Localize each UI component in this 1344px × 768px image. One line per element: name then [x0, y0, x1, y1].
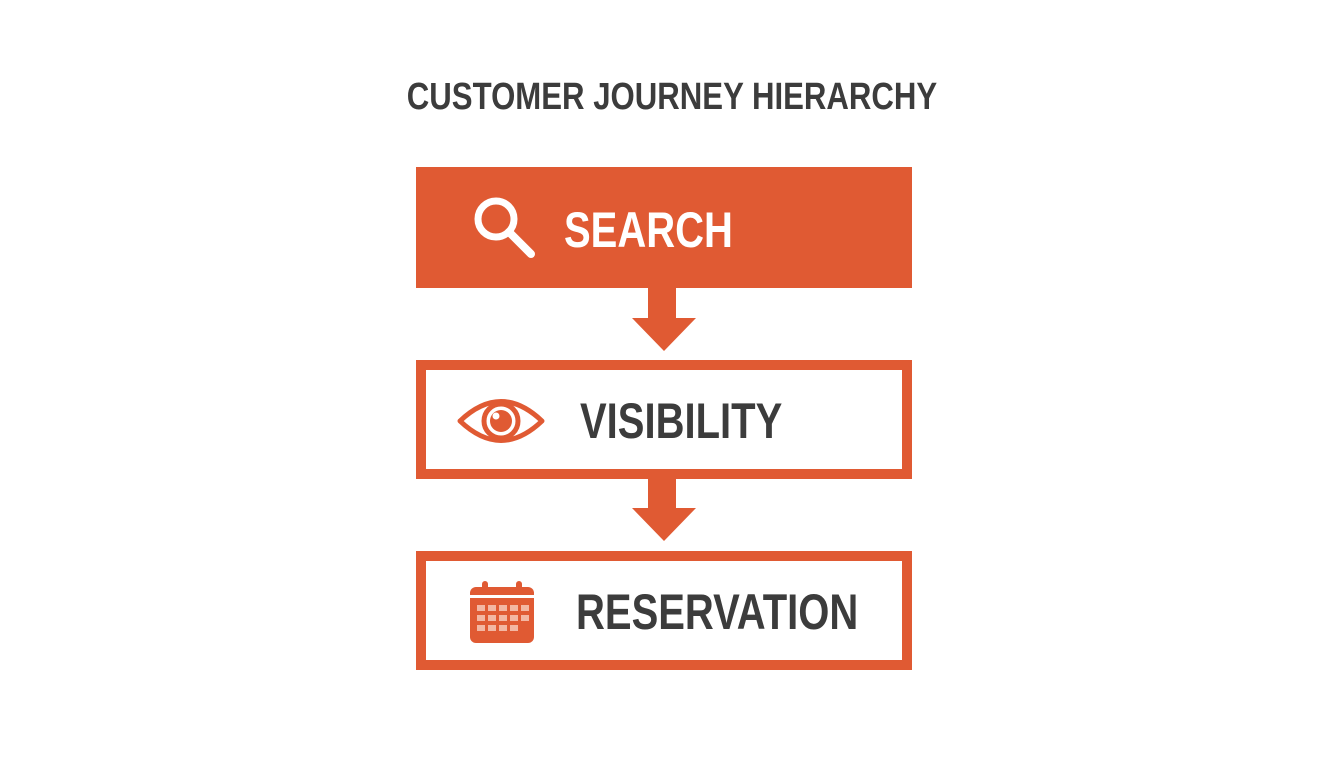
arrow-down-icon: [632, 288, 696, 352]
step-visibility: VISIBILITY: [416, 360, 912, 479]
search-icon: [470, 193, 540, 268]
diagram-title: CUSTOMER JOURNEY HIERARCHY: [406, 76, 938, 118]
step-label: RESERVATION: [576, 584, 859, 640]
calendar-icon: [468, 579, 538, 650]
arrow-down-icon: [632, 478, 696, 542]
step-search: SEARCH: [416, 167, 912, 288]
step-label: SEARCH: [564, 202, 733, 258]
step-label: VISIBILITY: [580, 393, 783, 449]
step-reservation: RESERVATION: [416, 551, 912, 670]
eye-icon: [456, 394, 546, 453]
